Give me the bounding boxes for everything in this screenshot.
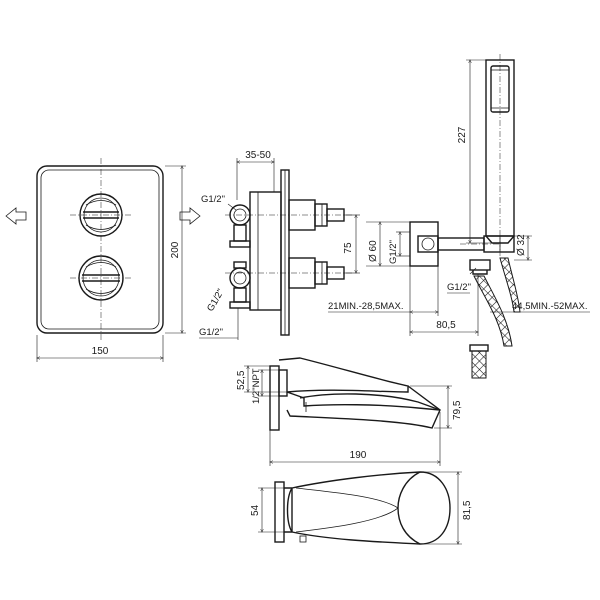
spout-length-label: 190 bbox=[350, 450, 367, 461]
outlet-thread-label: G1/2" bbox=[447, 282, 471, 293]
inlet-mid-label: G1/2" bbox=[205, 287, 227, 313]
spout-top-view: 54 81,5 bbox=[250, 471, 473, 545]
depth-label: 35-50 bbox=[245, 150, 271, 161]
spacing-label: 75 bbox=[343, 242, 354, 254]
hand-shower: 227 Ø 32 Ø 60 G1/2" G1/2" bbox=[328, 54, 590, 379]
spout-thread-label: 1/2"NPT bbox=[251, 368, 262, 404]
cover-plate-inner bbox=[40, 169, 160, 330]
spout-offset-label: 52,5 bbox=[236, 370, 247, 390]
bracket-diameter-label: Ø 60 bbox=[368, 240, 379, 262]
shower-diameter-label: Ø 32 bbox=[516, 234, 527, 256]
spout-side-view: 52,5 1/2"NPT 79,5 190 bbox=[236, 357, 463, 466]
projection-label: 80,5 bbox=[436, 320, 456, 331]
side-view: 35-50 G1/2" G1/2" G1/2" 75 bbox=[199, 150, 360, 340]
front-height-label: 200 bbox=[170, 241, 181, 258]
inlet-top-label: G1/2" bbox=[201, 194, 225, 205]
bracket-thread-label: G1/2" bbox=[388, 240, 399, 264]
right-arrow-icon bbox=[179, 207, 201, 225]
plate-height-label: 81,5 bbox=[462, 500, 473, 520]
left-arrow-icon bbox=[5, 207, 27, 225]
front-view: 150 200 bbox=[5, 158, 201, 362]
hose-range-label: 44,5MIN.-52MAX. bbox=[512, 301, 588, 312]
shower-hose bbox=[473, 275, 513, 347]
inlet-bottom-label: G1/2" bbox=[199, 327, 223, 338]
front-width-label: 150 bbox=[92, 346, 109, 357]
cover-plate bbox=[36, 165, 164, 334]
shower-length-label: 227 bbox=[457, 126, 468, 143]
plate-width-label: 54 bbox=[250, 504, 261, 516]
spout-height-label: 79,5 bbox=[452, 400, 463, 420]
wall-range-label: 21MIN.-28,5MAX. bbox=[328, 301, 404, 312]
